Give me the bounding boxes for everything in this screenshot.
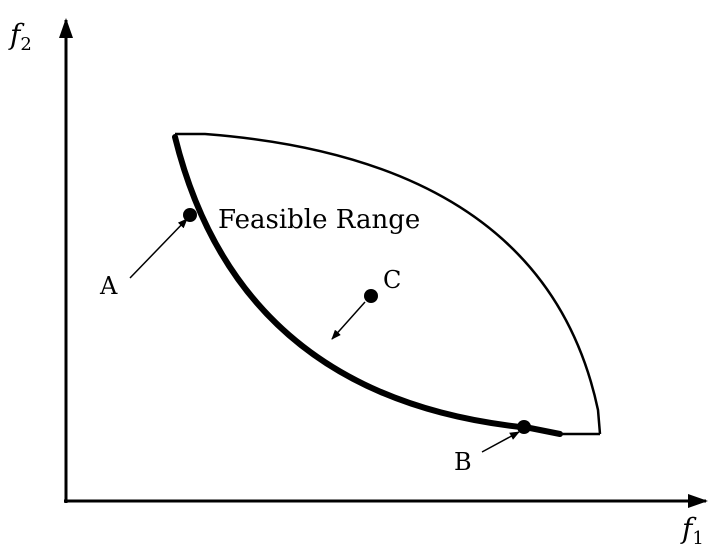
pareto-front-curve — [172, 134, 563, 437]
point-b-marker — [517, 420, 531, 434]
y-axis-label: f2 — [8, 18, 32, 55]
point-c-pointer — [331, 301, 366, 340]
x-axis-label-subscript: 1 — [692, 528, 703, 545]
feasible-range-label: Feasible Range — [218, 205, 420, 235]
point-b-pointer — [481, 431, 520, 453]
feasible-region-upper-boundary — [175, 132, 602, 435]
point-b-label: B — [454, 448, 472, 476]
point-c-label: C — [383, 266, 401, 294]
point-a-pointer — [129, 218, 188, 279]
x-axis-label: f1 — [680, 512, 704, 545]
y-axis-label-subscript: 2 — [20, 34, 31, 55]
point-c-marker — [364, 289, 378, 303]
point-a-label: A — [99, 272, 118, 300]
